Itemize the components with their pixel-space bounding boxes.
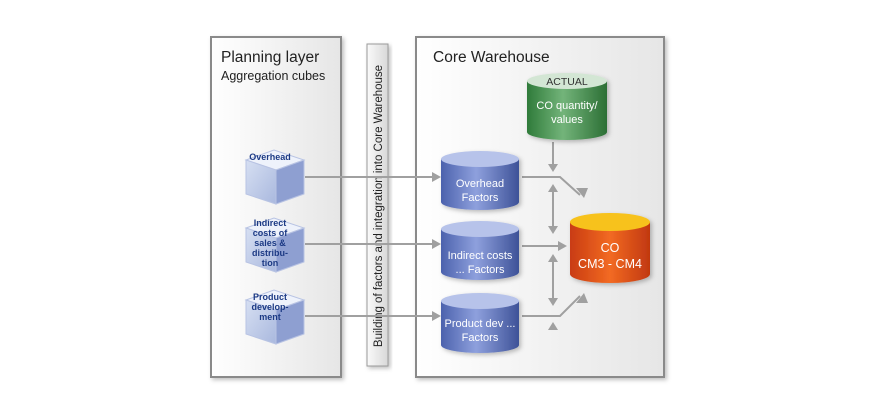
cylinder-indirect-costs-factors: Indirect costs ... Factors [441,221,519,280]
arrowhead-icon [432,239,441,249]
arrowhead-icon [548,298,558,306]
cylinder-label: Product dev ... Factors [445,318,516,344]
planning-layer-subtitle: Aggregation cubes [221,69,325,83]
label-line: values [551,114,583,126]
cylinder-label: CO quantity/values [536,100,598,126]
label-line: CO quantity/ [536,100,598,112]
actual-tag: ACTUAL [546,76,588,88]
arrowhead-icon [432,311,441,321]
label-line: Factors [462,192,499,204]
cube-label: Overhead [249,152,291,162]
core-warehouse-title: Core Warehouse [433,49,550,66]
label-line: Indirect costs [448,250,513,262]
arrow-product-to-co [522,295,581,317]
arrowhead-icon [576,188,588,198]
arrowhead-icon [548,254,558,262]
arrowhead-icon [558,241,567,251]
arrowhead-icon [548,322,558,330]
label-line: Product dev ... [445,318,516,330]
arrowhead-icon [548,184,558,192]
arrowhead-icon [576,293,588,303]
cylinder-actual: ACTUAL CO quantity/values [527,73,607,140]
label-line: sales & [254,238,286,248]
label-line: ment [259,312,281,322]
label-line: Overhead [456,178,504,190]
label-line: CM3 - CM4 [578,257,642,271]
cylinder-product-dev-factors: Product dev ... Factors [441,293,519,353]
label-line: costs of [253,228,289,238]
connector-arrows [305,142,581,317]
cylinder-label: Indirect costs ... Factors [448,250,513,276]
arrowhead-icon [432,172,441,182]
integration-bar: Building of factors and integration into… [366,43,389,367]
label-line: develop- [251,302,288,312]
label-line: Factors [462,332,499,344]
arrow-heads [432,164,588,330]
label-line: ... Factors [456,264,505,276]
arrowhead-icon [548,226,558,234]
cylinder-co: CO CM3 - CM4 [570,213,650,283]
label-line: distribu- [252,248,288,258]
label-line: CO [601,241,620,255]
planning-layer-title: Planning layer [221,49,319,66]
label-line: Product [253,292,287,302]
integration-bar-label: Building of factors and integration into… [373,65,385,347]
label-line: tion [262,258,279,268]
arrowhead-icon [548,164,558,172]
label-line: Indirect [254,218,287,228]
cylinder-label: CO CM3 - CM4 [578,241,642,271]
label-line: Overhead [249,152,291,162]
arrow-overhead-to-co [522,176,581,196]
cube-overhead: Overhead [244,149,306,205]
